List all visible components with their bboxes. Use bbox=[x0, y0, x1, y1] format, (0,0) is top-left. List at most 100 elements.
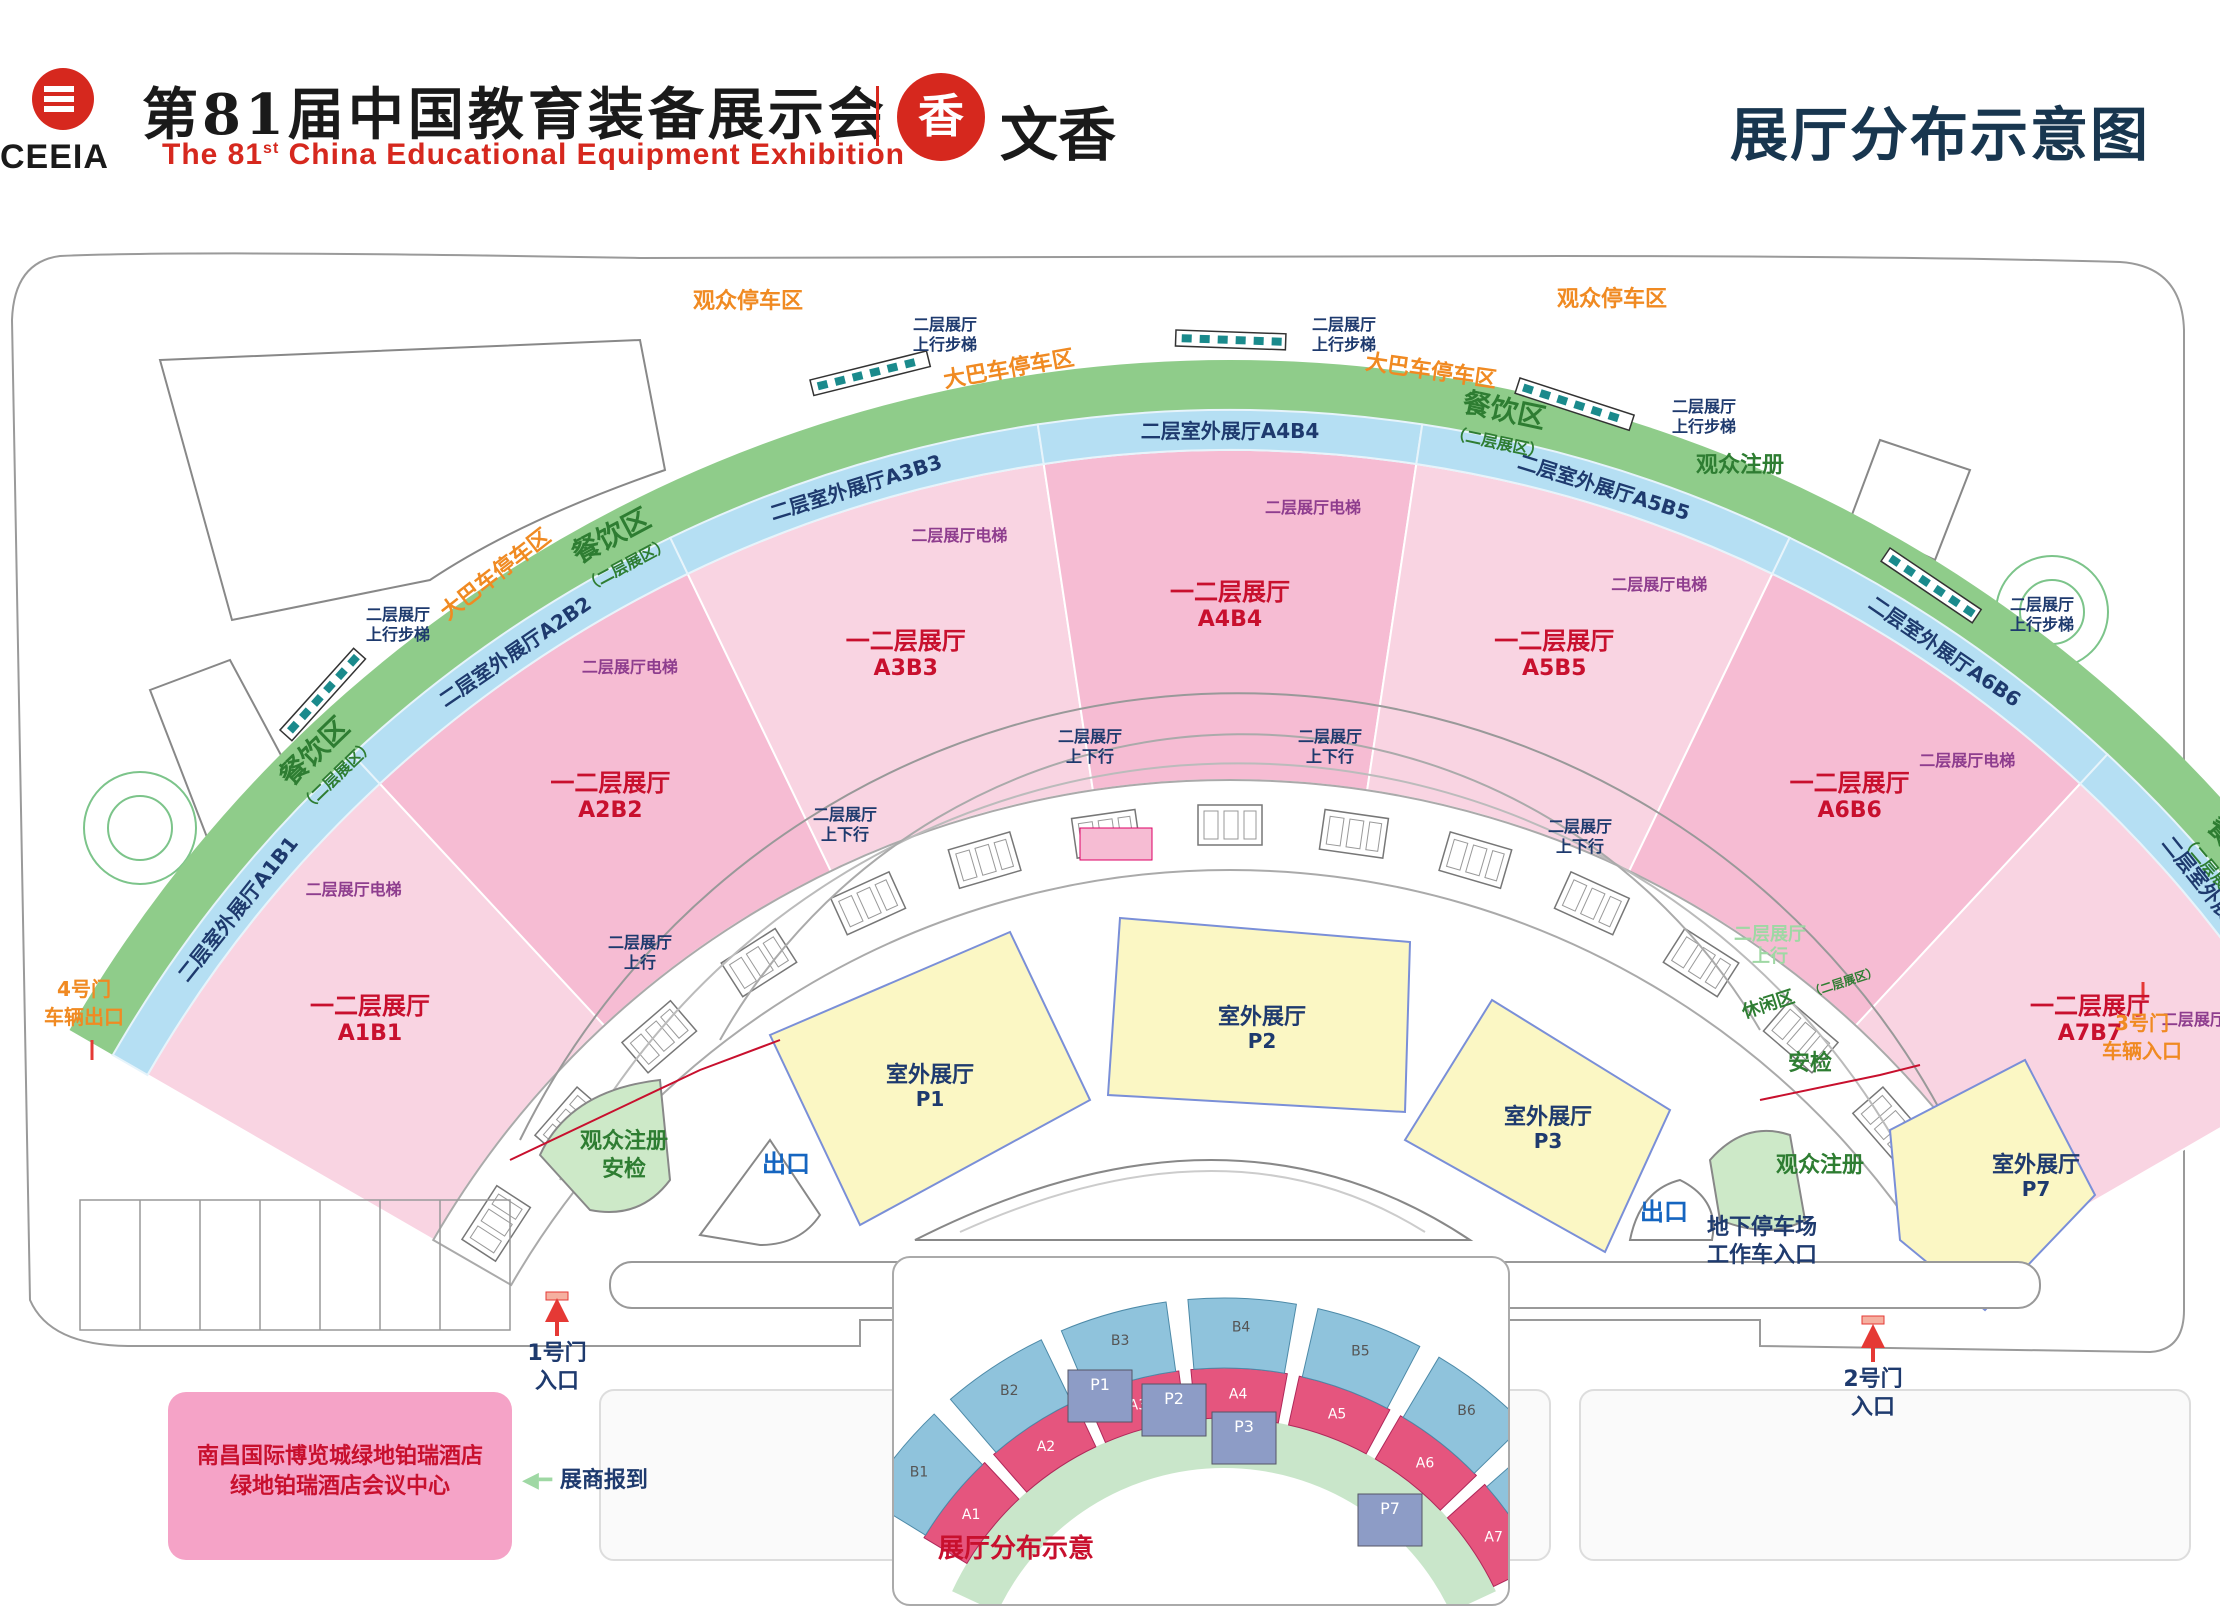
map-title: 展厅分布示意图 bbox=[1730, 101, 2151, 169]
inset-b-label: B1 bbox=[910, 1465, 929, 1481]
inset-p-P3 bbox=[1211, 1411, 1277, 1465]
stair-block bbox=[1553, 870, 1631, 936]
inset-b-label: B5 bbox=[1351, 1343, 1370, 1359]
updown-label-2: 二层展厅 bbox=[813, 805, 877, 824]
svg-text:香: 香 bbox=[918, 89, 964, 143]
stairs-sub-label-2: 上行步梯 bbox=[1672, 417, 1736, 436]
visitor-reg-right-label: 观众注册 bbox=[1776, 1152, 1864, 1178]
inset-diagram: A1A2A3A4A5A6A7B1B2B3B4B5B6B7P1P2P3P7 bbox=[894, 1297, 1508, 1604]
inset-a-label: A5 bbox=[1328, 1406, 1346, 1422]
outdoor-hall-code-P3: P3 bbox=[1534, 1129, 1563, 1153]
inset-b-B4 bbox=[1187, 1297, 1297, 1374]
hotel-name: 南昌国际博览城绿地铂瑞酒店 bbox=[196, 1444, 483, 1469]
inset-a-label: A4 bbox=[1229, 1386, 1248, 1402]
inset-p-P7 bbox=[1357, 1493, 1423, 1547]
hotel-box: 南昌国际博览城绿地铂瑞酒店 绿地铂瑞酒店会议中心 bbox=[168, 1392, 512, 1560]
inset-p-label: P7 bbox=[1380, 1499, 1400, 1518]
hall-name-A2B2: 一二层展厅 bbox=[550, 769, 670, 797]
sec-check-left-label: 安检 bbox=[602, 1156, 646, 1182]
stairs-label-2: 二层展厅 bbox=[1672, 397, 1736, 416]
work-vehicle-label: 工作车入口 bbox=[1707, 1242, 1817, 1268]
outdoor-hall-code-P1: P1 bbox=[916, 1087, 945, 1111]
elevator-label-A5B5: 二层展厅电梯 bbox=[1611, 575, 1707, 594]
inset-p-P1 bbox=[1067, 1369, 1133, 1423]
bus-bar-3 bbox=[1514, 377, 1636, 432]
updown-sub-label-2: 上下行 bbox=[821, 825, 869, 844]
stairs-sub-label-0: 上行步梯 bbox=[913, 335, 977, 354]
arrow-left-icon: ◀━ bbox=[522, 1468, 553, 1493]
page-subtitle: The 81st China Educational Equipment Exh… bbox=[162, 138, 905, 171]
inset-b-label: B6 bbox=[1457, 1403, 1476, 1419]
stairs-label-3: 二层展厅 bbox=[366, 605, 430, 624]
inset-panel: A1A2A3A4A5A6A7B1B2B3B4B5B6B7P1P2P3P7 展厅分… bbox=[892, 1256, 1510, 1606]
brand-name: 文香 bbox=[1000, 101, 1117, 169]
updown-label-0: 二层展厅 bbox=[1058, 727, 1122, 746]
gate-1-sub-label: 入口 bbox=[535, 1369, 579, 1394]
stairs-label-0: 二层展厅 bbox=[913, 315, 977, 334]
roundabout-left bbox=[83, 771, 197, 885]
elevator-label-A7B7: 二层展厅电梯 bbox=[2162, 1010, 2220, 1029]
visitor-reg-zone-left bbox=[538, 1078, 672, 1213]
exit-island-right bbox=[1628, 1178, 1715, 1241]
parking-label-right: 观众停车区 bbox=[1557, 286, 1667, 312]
hall-name-A6B6: 一二层展厅 bbox=[1790, 769, 1910, 797]
stairs-label-1: 二层展厅 bbox=[1312, 315, 1376, 334]
up-sub-label-left: 上行 bbox=[624, 953, 656, 972]
gate-1-marker bbox=[545, 1291, 569, 1301]
inset-b-label: B3 bbox=[1111, 1333, 1130, 1349]
bus-bar-1 bbox=[809, 350, 932, 397]
exit-label-right: 出口 bbox=[1640, 1198, 1688, 1226]
inner-road-2 bbox=[559, 762, 1901, 1181]
hall-name-A1B1: 一二层展厅 bbox=[310, 992, 430, 1020]
up-label-left: 二层展厅 bbox=[608, 933, 672, 952]
outdoor-hall-P3 bbox=[1403, 998, 1672, 1254]
inset-a-label: A2 bbox=[1037, 1439, 1055, 1455]
gate-3-sub-label: 车辆入口 bbox=[2102, 1039, 2182, 1063]
bus-bar-2 bbox=[1174, 329, 1287, 351]
stairs-sub-label-3: 上行步梯 bbox=[366, 625, 430, 644]
wenxiang-logo-icon: 香 bbox=[897, 73, 985, 161]
stair-block bbox=[947, 831, 1022, 890]
outdoor-hall-P2 bbox=[1106, 916, 1412, 1114]
outdoor-hall-P7 bbox=[1888, 1058, 2097, 1312]
updown-label-3: 二层展厅 bbox=[1548, 817, 1612, 836]
elevator-label-A3B3: 二层展厅电梯 bbox=[911, 526, 1007, 545]
hall-code-A4B4: A4B4 bbox=[1198, 607, 1262, 632]
hall-code-A3B3: A3B3 bbox=[874, 656, 938, 681]
inset-a-label: A1 bbox=[962, 1507, 980, 1523]
hall-arcs bbox=[69, 360, 2220, 1287]
hall-code-A2B2: A2B2 bbox=[578, 798, 642, 823]
hall-code-A6B6: A6B6 bbox=[1817, 798, 1881, 823]
inset-a-label: A7 bbox=[1484, 1530, 1502, 1546]
inset-p-P2 bbox=[1141, 1383, 1207, 1437]
exhibitor-reg-text: 展商报到 bbox=[559, 1468, 648, 1493]
inset-b-B6 bbox=[1402, 1356, 1508, 1475]
inset-p-label: P2 bbox=[1164, 1389, 1184, 1408]
gate-2-marker bbox=[1861, 1315, 1885, 1325]
outdoor-sector-A7B7 bbox=[2078, 752, 2220, 939]
outdoor-hall-name-P2: 室外展厅 bbox=[1218, 1004, 1306, 1030]
exit-label-left: 出口 bbox=[762, 1150, 810, 1178]
red-route-right bbox=[1759, 1064, 1921, 1101]
inner-road-3 bbox=[719, 733, 1761, 1041]
elevator-label-A1B1: 二层展厅电梯 bbox=[306, 880, 402, 899]
exhibitor-reg-label: ◀━ 展商报到 bbox=[522, 1462, 648, 1494]
security-label: 安检 bbox=[1788, 1050, 1832, 1076]
inset-b-B1 bbox=[894, 1413, 984, 1536]
exit-island-left bbox=[698, 1138, 822, 1247]
hall2-up-label: 二层展厅 bbox=[1734, 924, 1806, 945]
outdoor-hall-name-P1: 室外展厅 bbox=[886, 1062, 974, 1088]
updown-sub-label-1: 上下行 bbox=[1306, 747, 1354, 766]
inset-b-label: B2 bbox=[1000, 1383, 1019, 1399]
building-block-left bbox=[158, 338, 667, 622]
hall-name-A7B7: 一二层展厅 bbox=[2030, 992, 2150, 1020]
pink-booth bbox=[1079, 827, 1153, 861]
bus-bar-5 bbox=[1880, 546, 1983, 624]
gate-1-label: 1号门 bbox=[527, 1340, 586, 1366]
stair-block bbox=[1318, 808, 1390, 860]
gate-4-label: 4号门 bbox=[57, 977, 111, 1001]
inset-a-label: A6 bbox=[1416, 1456, 1435, 1472]
outdoor-hall-P1 bbox=[768, 930, 1092, 1227]
plaza-arc-inner bbox=[959, 1170, 1426, 1233]
dining-band bbox=[69, 360, 2220, 1055]
